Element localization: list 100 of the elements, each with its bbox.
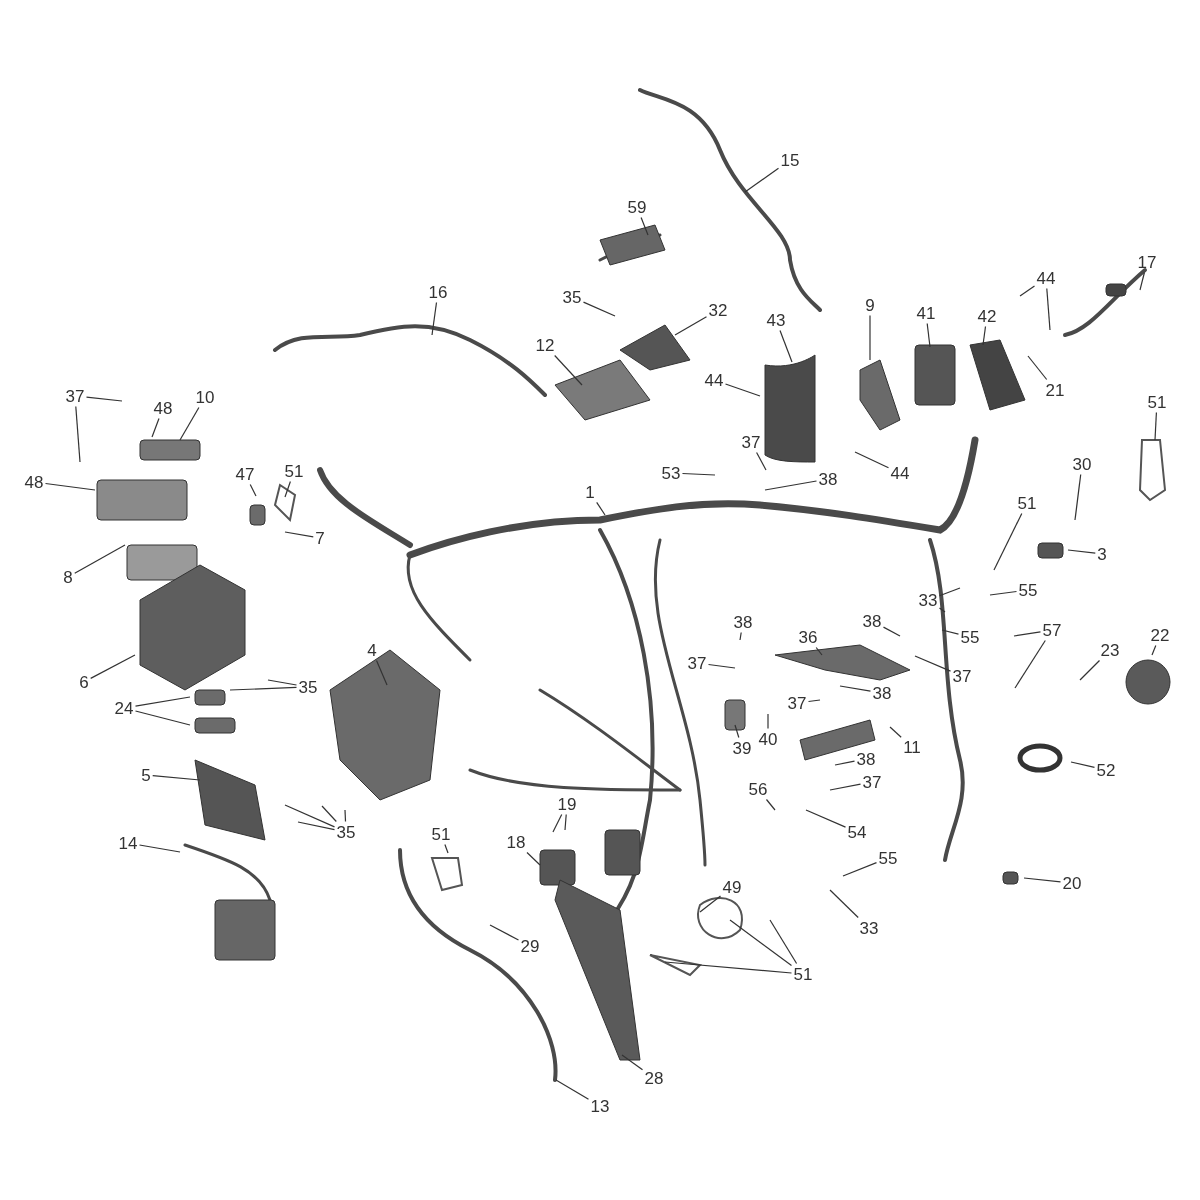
callout-number: 44 bbox=[1035, 268, 1057, 288]
leader-line bbox=[321, 805, 337, 823]
leader-line bbox=[151, 417, 160, 438]
callout-number: 59 bbox=[626, 197, 648, 217]
leader-line bbox=[431, 301, 438, 336]
callout-number: 32 bbox=[707, 300, 729, 320]
leader-line bbox=[882, 626, 901, 637]
callout-number: 47 bbox=[234, 464, 256, 484]
leader-line bbox=[229, 686, 298, 691]
callout-number: 11 bbox=[902, 737, 922, 757]
leader-line bbox=[815, 646, 823, 656]
callout-number: 18 bbox=[505, 832, 527, 852]
leader-line bbox=[90, 654, 136, 679]
callout-number: 44 bbox=[889, 463, 911, 483]
leader-line bbox=[829, 889, 859, 919]
callout-number: 35 bbox=[561, 287, 583, 307]
leader-line bbox=[724, 383, 761, 397]
callout-number: 10 bbox=[194, 387, 216, 407]
leader-line bbox=[179, 406, 200, 441]
leader-line bbox=[926, 322, 931, 348]
callout-number: 38 bbox=[817, 469, 839, 489]
leader-line bbox=[769, 919, 798, 965]
leader-line bbox=[489, 924, 520, 941]
callout-number: 33 bbox=[917, 590, 939, 610]
callout-number: 51 bbox=[283, 461, 305, 481]
leader-line bbox=[344, 809, 347, 823]
leader-line bbox=[564, 813, 567, 831]
leader-line bbox=[842, 862, 878, 877]
leader-line bbox=[941, 629, 960, 635]
callout-number: 55 bbox=[959, 627, 981, 647]
leader-line bbox=[1139, 271, 1145, 291]
callout-number: 7 bbox=[314, 528, 326, 548]
leader-line bbox=[1070, 761, 1096, 768]
leader-line bbox=[739, 631, 742, 641]
callout-number: 24 bbox=[113, 698, 135, 718]
leader-line bbox=[138, 844, 181, 853]
leader-line bbox=[1027, 355, 1048, 381]
callout-number: 44 bbox=[703, 370, 725, 390]
callout-number: 28 bbox=[643, 1068, 665, 1088]
callout-number: 38 bbox=[855, 749, 877, 769]
callout-number: 57 bbox=[1041, 620, 1063, 640]
leader-line bbox=[554, 354, 583, 386]
callout-number: 49 bbox=[721, 877, 743, 897]
leader-line bbox=[249, 483, 257, 497]
leader-line bbox=[284, 480, 291, 498]
leader-line bbox=[526, 851, 541, 866]
leader-line bbox=[582, 301, 616, 317]
leader-line bbox=[805, 809, 847, 828]
callout-number: 14 bbox=[117, 833, 139, 853]
callout-number: 51 bbox=[1016, 493, 1038, 513]
callout-number: 3 bbox=[1096, 544, 1108, 564]
leader-line bbox=[1046, 287, 1051, 331]
leader-line bbox=[1014, 639, 1046, 689]
leader-line bbox=[807, 699, 821, 703]
leader-line bbox=[640, 216, 649, 236]
leader-line bbox=[869, 314, 871, 361]
callout-number: 22 bbox=[1149, 625, 1171, 645]
callout-number: 38 bbox=[861, 611, 883, 631]
leader-line bbox=[829, 783, 862, 791]
leader-line bbox=[444, 843, 449, 854]
callout-number: 48 bbox=[152, 398, 174, 418]
callout-number: 38 bbox=[871, 683, 893, 703]
callout-number: 17 bbox=[1136, 252, 1158, 272]
leader-line bbox=[552, 813, 563, 833]
leader-line bbox=[889, 726, 902, 738]
leader-line bbox=[707, 663, 736, 669]
leader-line bbox=[621, 1054, 644, 1071]
leader-line bbox=[267, 679, 298, 686]
callout-number: 52 bbox=[1095, 760, 1117, 780]
callout-number: 1 bbox=[584, 482, 596, 502]
callout-number: 54 bbox=[846, 822, 868, 842]
leader-line bbox=[989, 590, 1018, 596]
leader-line bbox=[756, 451, 767, 471]
callout-number: 23 bbox=[1099, 640, 1121, 660]
leader-line bbox=[764, 480, 818, 491]
callout-number: 12 bbox=[534, 335, 556, 355]
leader-line bbox=[734, 724, 740, 739]
callout-number: 39 bbox=[731, 738, 753, 758]
leader-line bbox=[744, 167, 780, 193]
leader-line bbox=[767, 713, 769, 730]
callout-number: 19 bbox=[556, 794, 578, 814]
callout-number: 9 bbox=[864, 295, 876, 315]
callout-number: 37 bbox=[686, 653, 708, 673]
leader-line bbox=[914, 655, 952, 672]
leader-line bbox=[596, 501, 606, 516]
leader-line bbox=[44, 482, 96, 491]
leader-line bbox=[938, 607, 946, 613]
callout-number: 5 bbox=[140, 765, 152, 785]
callout-number: 51 bbox=[430, 824, 452, 844]
leader-line bbox=[74, 544, 126, 574]
leader-line bbox=[75, 405, 81, 463]
callout-number: 48 bbox=[23, 472, 45, 492]
callout-number: 13 bbox=[589, 1096, 611, 1116]
callout-number: 15 bbox=[779, 150, 801, 170]
leader-line bbox=[699, 895, 722, 913]
callout-number: 55 bbox=[877, 848, 899, 868]
leader-line bbox=[284, 804, 336, 828]
leader-line bbox=[152, 775, 201, 781]
leader-line bbox=[1154, 411, 1157, 441]
leader-line bbox=[1074, 473, 1082, 521]
